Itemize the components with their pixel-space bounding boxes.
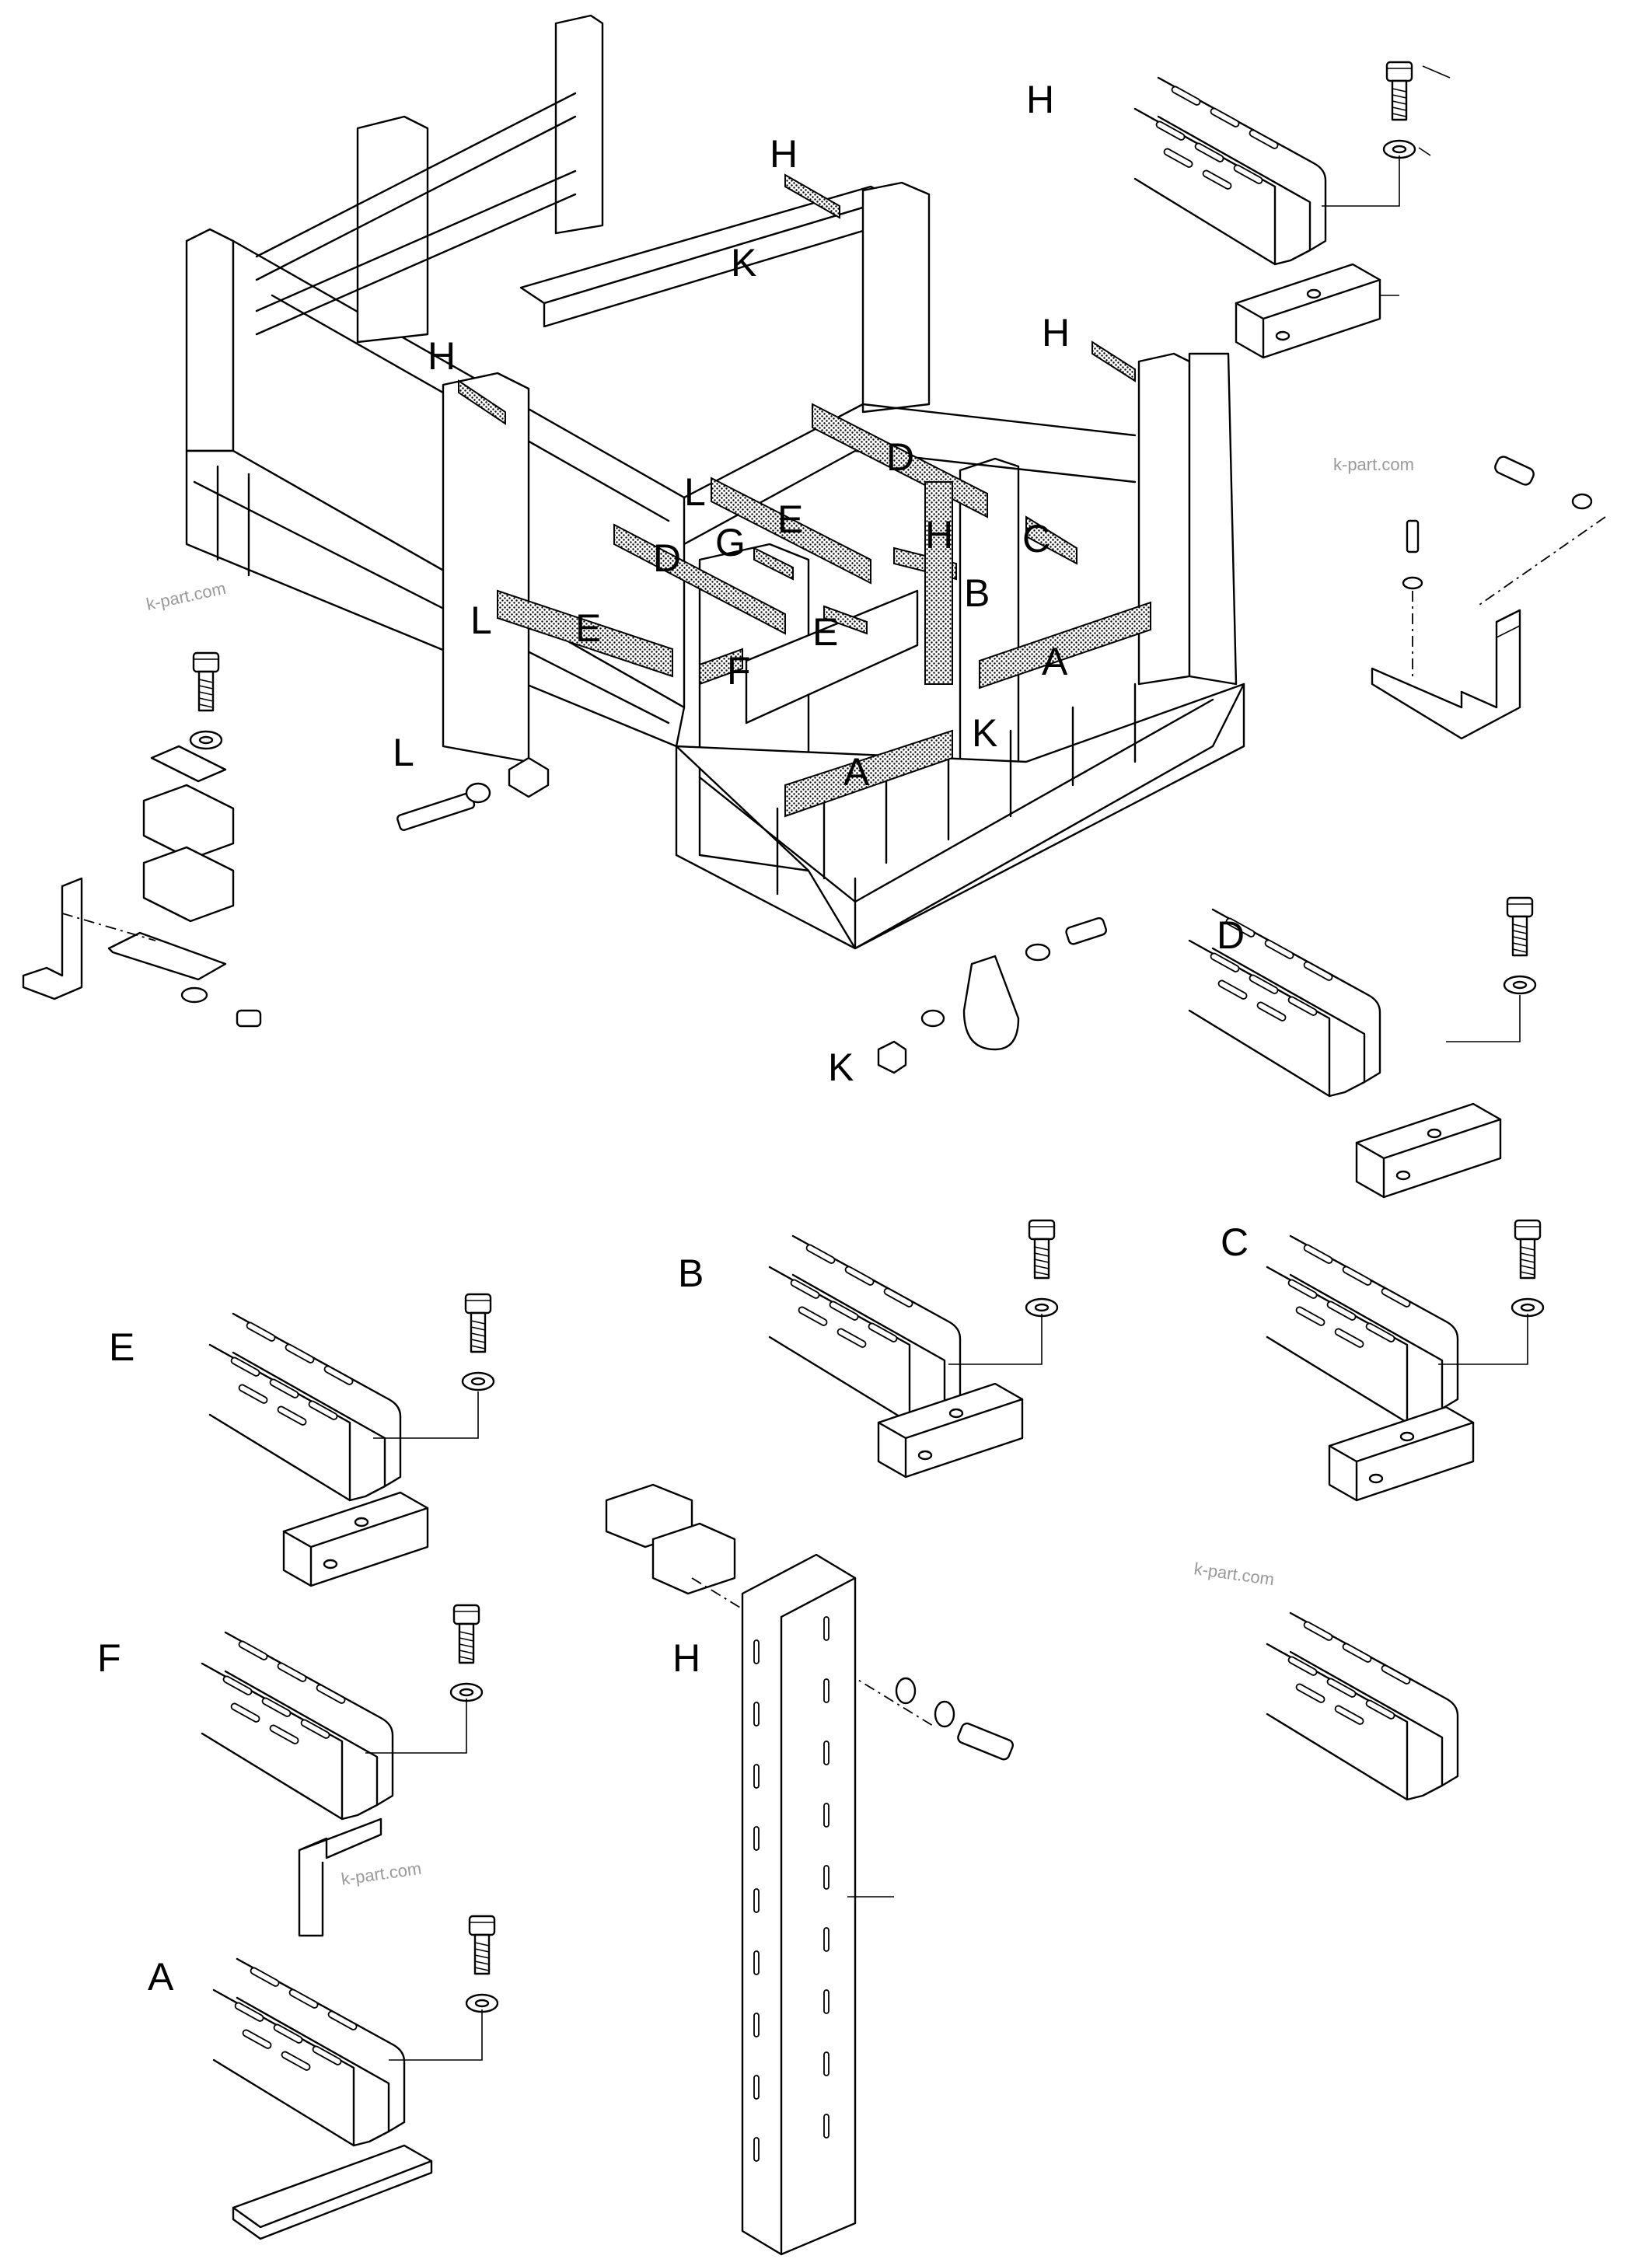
watermark-1: k-part.com [1333, 455, 1414, 474]
tray-detail-b [768, 1219, 1059, 1479]
tray-detail-h-top [1133, 61, 1451, 359]
post-detail-h [605, 1483, 1014, 2256]
callout-detail-h-tray-top: H [1026, 78, 1054, 121]
callout-detail-f-tray: F [97, 1636, 121, 1680]
callout-detail-l-bolt: L [393, 731, 414, 774]
callout-a-left: A [843, 750, 870, 794]
callout-f: F [727, 649, 751, 693]
callout-h-right: H [1042, 311, 1070, 354]
clamp-detail-left [22, 651, 262, 1028]
detail-callouts: H L K D B C E F H A [97, 78, 1249, 1999]
callout-e-upper: E [777, 498, 803, 541]
callout-k-lower: K [972, 711, 997, 755]
callout-e-lower: E [575, 606, 601, 650]
tray-detail-plain [1266, 1611, 1459, 1801]
callout-l-upper: L [684, 470, 706, 514]
bolt-detail-l [396, 756, 550, 831]
callout-a-right: A [1042, 640, 1068, 683]
callout-h-mid: H [925, 513, 953, 557]
callout-b: B [964, 571, 990, 615]
assembly-callouts: H K H H D L E G H C D B L E E A F K A [428, 132, 1070, 794]
tray-detail-e [208, 1293, 495, 1587]
callout-h-top-left: H [770, 132, 798, 176]
callout-detail-d-tray: D [1217, 913, 1245, 957]
tray-detail-a [212, 1915, 499, 2240]
callout-detail-k-clamp: K [828, 1046, 854, 1089]
tray-detail-c [1266, 1219, 1545, 1502]
watermark-4: k-part.com [340, 1859, 422, 1889]
tray-detail-d [1188, 896, 1537, 1199]
callout-g: G [715, 521, 746, 564]
callout-e-mid: E [812, 610, 838, 654]
watermark-2: k-part.com [145, 578, 228, 614]
callout-detail-e-tray: E [109, 1325, 134, 1369]
callout-detail-b-tray: B [678, 1252, 704, 1295]
watermark-3: k-part.com [1193, 1559, 1275, 1589]
clamp-detail-k [877, 917, 1107, 1074]
tray-detail-f [201, 1604, 484, 1937]
callout-detail-h-post: H [672, 1636, 700, 1680]
bracket-detail-right [1371, 456, 1606, 740]
callout-detail-c-tray: C [1221, 1220, 1249, 1264]
post-slots [753, 1616, 829, 2162]
callout-h-left: H [428, 334, 456, 378]
callout-k-top: K [731, 241, 756, 285]
callout-c: C [1022, 517, 1050, 560]
callout-d-left: D [653, 536, 681, 580]
callout-d-upper: D [886, 435, 914, 479]
main-assembly [185, 14, 1245, 950]
callout-l-lower: L [470, 599, 492, 642]
callout-detail-a-tray: A [148, 1955, 174, 1999]
